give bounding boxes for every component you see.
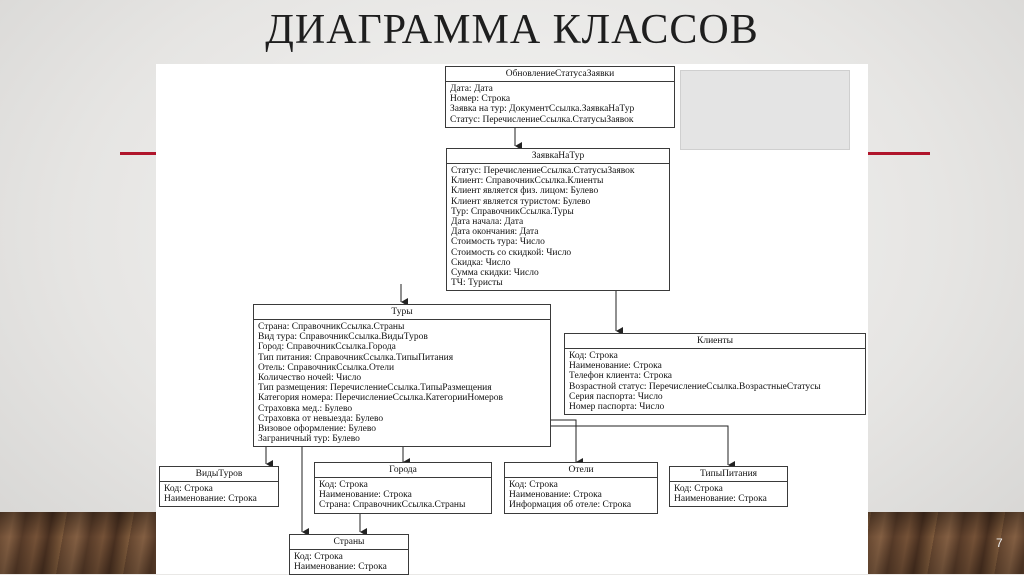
class-attr: Серия паспорта: Число: [569, 391, 663, 402]
class-attr: Номер паспорта: Число: [569, 402, 665, 413]
class-attr: Наименование: Строка: [674, 494, 767, 505]
slide-title: ДИАГРАММА КЛАССОВ: [265, 7, 759, 53]
title-rule-right: [866, 152, 930, 155]
class-attr: Страховка мед.: Булево: [258, 403, 353, 414]
class-attr: Вид тура: СправочникСсылка.ВидыТуров: [258, 332, 428, 343]
class-name: ЗаявкаНаТур: [447, 149, 669, 164]
class-name: ТипыПитания: [670, 467, 787, 482]
class-attr: Возрастной статус: ПеречислениеСсылка.Во…: [569, 381, 821, 392]
class-zayavka: ЗаявкаНаТур Статус: ПеречислениеСсылка.С…: [446, 148, 670, 292]
class-attr: Телефон клиента: Строка: [569, 371, 673, 382]
class-attr: Код: Строка: [509, 480, 558, 490]
class-attr: Тип питания: СправочникСсылка.ТипыПитани…: [258, 352, 454, 363]
class-attr: Код: Строка: [164, 484, 213, 494]
class-oteli: Отели Код: Строка Наименование: Строка И…: [504, 462, 658, 514]
class-attr: Страна: СправочникСсылка.Страны: [258, 322, 405, 332]
placeholder-rect: [680, 70, 850, 150]
class-attr: Код: Строка: [319, 480, 368, 490]
class-attr: Количество ночей: Число: [258, 373, 362, 384]
class-attr: Категория номера: ПеречислениеСсылка.Кат…: [258, 393, 504, 404]
class-attr: Наименование: Строка: [319, 490, 412, 501]
class-attr: Клиент: СправочникСсылка.Клиенты: [451, 176, 604, 187]
edge-tury-oteli: [550, 419, 583, 466]
class-attr: Наименование: Строка: [294, 562, 387, 573]
class-attr: Тип размещения: ПеречислениеСсылка.ТипыР…: [258, 383, 492, 394]
class-attr: Стоимость со скидкой: Число: [451, 247, 572, 258]
class-vidytur: ВидыТуров Код: Строка Наименование: Стро…: [159, 466, 279, 508]
class-attr: Страна: СправочникСсылка.Страны: [319, 500, 466, 511]
page-number: 7: [996, 536, 1003, 550]
class-attr: Наименование: Строка: [164, 494, 257, 505]
class-attr: Информация об отеле: Строка: [509, 500, 632, 511]
class-klienty: Клиенты Код: Строка Наименование: Строка…: [564, 333, 866, 416]
class-attr: Сумма скидки: Число: [451, 268, 539, 279]
class-name: Туры: [254, 305, 550, 320]
class-attr: Статус: ПеречислениеСсылка.СтатусыЗаявок: [450, 114, 634, 125]
class-tipypit: ТипыПитания Код: Строка Наименование: Ст…: [669, 466, 788, 508]
class-name: Клиенты: [565, 334, 865, 349]
class-name: ВидыТуров: [160, 467, 278, 482]
class-attr: Стоимость тура: Число: [451, 237, 545, 248]
class-attr: Код: Строка: [569, 351, 618, 361]
class-obnovlenie: ОбновлениеСтатусаЗаявки Дата: Дата Номер…: [445, 66, 675, 128]
class-attr: Заграничный тур: Булево: [258, 434, 360, 445]
class-name: Отели: [505, 463, 657, 478]
title-rule-left: [120, 152, 160, 155]
class-attr: Заявка на тур: ДокументСсылка.ЗаявкаНаТу…: [450, 104, 635, 115]
class-name: Страны: [290, 535, 408, 550]
class-attr: Клиент является туристом: Булево: [451, 196, 591, 207]
class-attr: Статус: ПеречислениеСсылка.СтатусыЗаявок: [451, 166, 635, 176]
diagram-canvas: ОбновлениеСтатусаЗаявки Дата: Дата Номер…: [156, 64, 868, 575]
class-attr: Номер: Строка: [450, 94, 511, 105]
class-strany: Страны Код: Строка Наименование: Строка: [289, 534, 409, 575]
class-attr: Дата: Дата: [450, 84, 493, 94]
class-attr: Страховка от невыезда: Булево: [258, 413, 384, 424]
class-attr: Дата начала: Дата: [451, 217, 524, 228]
class-attr: Клиент является физ. лицом: Булево: [451, 186, 599, 197]
class-attr: ТЧ: Туристы: [451, 278, 503, 289]
edge-tury-tipypit: [550, 425, 735, 469]
class-attr: Код: Строка: [674, 484, 723, 494]
class-attr: Отель: СправочникСсылка.Отели: [258, 362, 395, 373]
class-attr: Визовое оформление: Булево: [258, 424, 377, 435]
class-name: Города: [315, 463, 491, 478]
class-attr: Тур: СправочникСсылка.Туры: [451, 206, 574, 217]
class-name: ОбновлениеСтатусаЗаявки: [446, 67, 674, 82]
class-attr: Наименование: Строка: [569, 361, 662, 372]
class-tury: Туры Страна: СправочникСсылка.Страны Вид…: [253, 304, 551, 448]
class-attr: Скидка: Число: [451, 257, 511, 268]
class-attr: Наименование: Строка: [509, 490, 602, 501]
class-goroda: Города Код: Строка Наименование: Строка …: [314, 462, 492, 514]
class-attr: Дата окончания: Дата: [451, 227, 539, 238]
class-attr: Код: Строка: [294, 552, 343, 562]
class-attr: Город: СправочникСсылка.Города: [258, 342, 396, 353]
